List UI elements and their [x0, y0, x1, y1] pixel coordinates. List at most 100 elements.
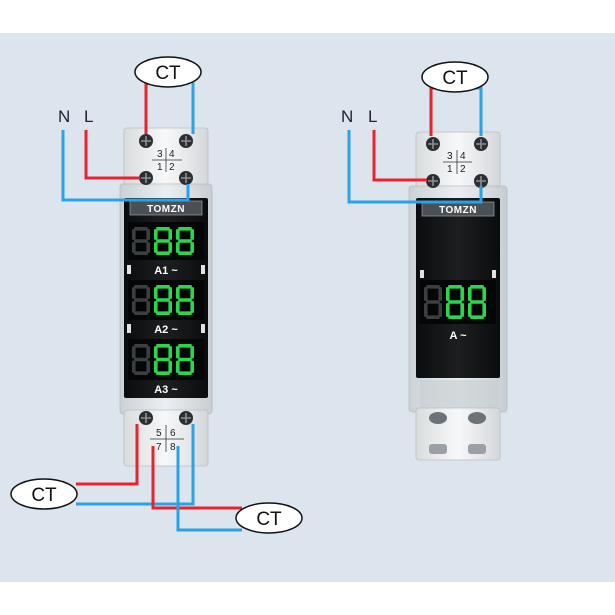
right-channel-display: [420, 280, 496, 324]
left-channel-2-digit-3-segment: [176, 301, 180, 313]
left-channel-1-digit-1-segment: [134, 251, 148, 255]
right-terminal-1: 1: [447, 164, 453, 175]
left-channel-2-digit-1-segment: [134, 311, 148, 315]
left-channel-3-digit-3-segment: [190, 346, 194, 359]
left-channel-3-digit-2-segment: [168, 360, 172, 373]
right-channel-digit-1-segment: [424, 303, 428, 317]
right-channel-digit-3-segment: [470, 285, 484, 289]
left-channel-2-digit-2-segment: [154, 301, 158, 313]
right-meter-device: 3 4 1 2 TOMZN A ~: [408, 131, 508, 461]
left-l-label: L: [84, 107, 93, 126]
right-terminal-3: 3: [447, 151, 453, 162]
right-terminal-2: 2: [460, 164, 466, 175]
left-channel-2-digit-2-segment: [168, 301, 172, 313]
left-ct-bottom-left-label: CT: [31, 485, 57, 506]
right-brand-label: TOMZN: [439, 205, 477, 216]
left-ct-neutral-wire: [191, 82, 195, 134]
right-channel-digit-3-segment: [470, 300, 484, 304]
right-ct-top-label: CT: [442, 68, 468, 89]
left-channel-2-digit-1-segment: [134, 298, 148, 302]
right-channel-label: A ~: [449, 330, 467, 342]
left-terminal-2: 2: [169, 162, 175, 173]
left-channel-3-display: [128, 339, 204, 380]
left-channel-1-digit-1-segment: [132, 229, 136, 240]
left-ct-bottom-left-live: [76, 424, 139, 486]
right-channel-digit-3-segment: [468, 287, 472, 301]
right-bottom-foot: [429, 444, 447, 454]
left-channel-1-digit-2-segment: [168, 229, 172, 240]
left-channel-3-digit-3-segment: [178, 344, 192, 348]
left-channel-2-digit-3-segment: [178, 298, 192, 302]
left-n-wire: [61, 130, 190, 202]
left-channel-1-digit-2-segment: [154, 229, 158, 240]
left-channel-3-digit-3-segment: [178, 371, 192, 375]
left-wiring: [61, 82, 242, 532]
right-channel-digit-2-segment: [446, 287, 450, 301]
left-channel-1-digit-1-segment: [132, 242, 136, 253]
left-meter-device: 3 4 1 2 TOMZN A1 ~ A2 ~ A3 ~ 5 6 7 8: [119, 127, 213, 467]
left-channel-1-digit-2-segment: [156, 251, 170, 255]
left-channel-2-digit-2-segment: [156, 311, 170, 315]
left-channel-1-digit-3-segment: [190, 242, 194, 253]
right-n-label: N: [341, 107, 353, 126]
left-terminal-3: 3: [157, 149, 163, 160]
left-channel-3-digit-1-segment: [146, 360, 150, 373]
left-corner-mark: [127, 265, 131, 274]
right-channel-digit-3-segment: [482, 287, 486, 301]
left-channel-2-digit-3-segment: [178, 311, 192, 315]
right-corner-mark: [420, 270, 424, 278]
left-channel-3-digit-1-segment: [132, 360, 136, 373]
right-screw-4: [474, 137, 488, 151]
left-screw-2: [179, 171, 193, 185]
left-ct-bottom-right: CT: [235, 502, 303, 534]
left-channel-1-digit-3-segment: [176, 229, 180, 240]
left-corner-mark: [127, 324, 131, 333]
left-channel-2-digit-3-segment: [176, 287, 180, 299]
left-channel-3-digit-2-segment: [156, 357, 170, 362]
left-channel-2-digit-3-segment: [190, 287, 194, 299]
right-channel-digit-2-segment: [448, 285, 462, 289]
right-screw-2: [474, 174, 488, 188]
left-channel-2-digit-1-segment: [132, 287, 136, 299]
right-channel-digit-1-segment: [438, 287, 442, 301]
right-channel-digit-1-segment: [426, 285, 440, 289]
left-terminal-8: 8: [170, 442, 176, 453]
left-channel-1-digit-1-segment: [146, 229, 150, 240]
left-channel-1-digit-3-segment: [178, 227, 192, 231]
left-channel-2-digit-1-segment: [146, 301, 150, 313]
left-channel-2-digit-3-segment: [178, 285, 192, 289]
left-ct-top-label: CT: [155, 63, 181, 84]
left-channel-1-digit-2-segment: [156, 227, 170, 231]
left-ct-bottom-left: CT: [10, 478, 78, 510]
left-screw-1: [139, 171, 153, 185]
right-screw-3: [426, 137, 440, 151]
right-screw-1: [426, 174, 440, 188]
right-channel-digit-3-segment: [470, 315, 484, 319]
left-channel-2-display: [128, 280, 204, 320]
left-channel-1-digit-3-segment: [178, 251, 192, 255]
right-channel-digit-3-segment: [468, 303, 472, 317]
left-channel-3-digit-3-segment: [178, 357, 192, 362]
left-channel-1-digit-3-segment: [176, 242, 180, 253]
left-channel-1-digit-3-segment: [178, 239, 192, 243]
right-channel-digit-3-segment: [482, 303, 486, 317]
left-terminal-4: 4: [169, 149, 175, 160]
left-channel-3-digit-2-segment: [154, 346, 158, 359]
left-channel-1-digit-1-segment: [134, 239, 148, 243]
right-l-wire: [372, 130, 427, 182]
right-channel-digit-2-segment: [460, 303, 464, 317]
left-l-wire: [84, 130, 140, 180]
left-screw-5: [139, 411, 153, 425]
right-ct-top: CT: [421, 61, 489, 93]
left-channel-3-digit-3-segment: [176, 346, 180, 359]
left-ct-bottom-right-label: CT: [256, 509, 282, 530]
left-channel-2-digit-2-segment: [156, 285, 170, 289]
left-channel-2-digit-1-segment: [132, 301, 136, 313]
left-corner-mark: [201, 265, 205, 274]
left-terminal-6: 6: [170, 428, 176, 439]
left-n-label: N: [58, 107, 70, 126]
left-channel-1-digit-1-segment: [134, 227, 148, 231]
left-channel-1-digit-2-segment: [154, 242, 158, 253]
right-channel-digit-2-segment: [446, 303, 450, 317]
